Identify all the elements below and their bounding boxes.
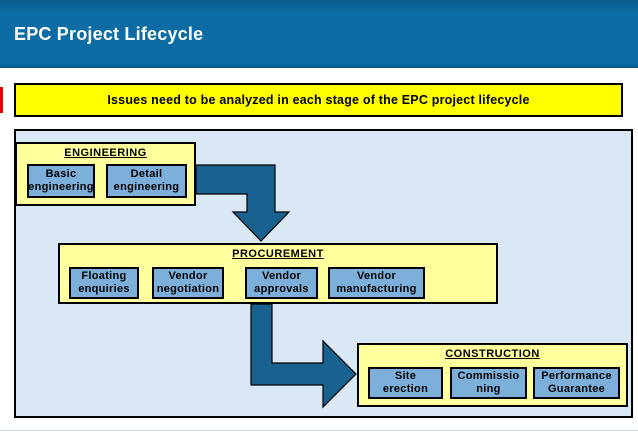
step-vendor-manufacturing: Vendor manufacturing: [328, 267, 425, 299]
step-label-line: Vendor: [168, 269, 208, 282]
page-title: EPC Project Lifecycle: [14, 23, 204, 44]
step-label-line: Site: [394, 369, 417, 382]
step-label-line: Performance: [541, 369, 612, 382]
step-commissioning: Commissio ning: [450, 367, 527, 399]
step-label-line: Commissio: [457, 369, 520, 382]
callout-banner-text: Issues need to be analyzed in each stage…: [107, 93, 530, 107]
stage-construction: CONSTRUCTION Site erection Commissio nin…: [357, 343, 628, 407]
step-site-erection: Site erection: [368, 367, 443, 399]
callout-banner: Issues need to be analyzed in each stage…: [14, 83, 623, 117]
stage-procurement-title: PROCUREMENT: [232, 248, 324, 260]
step-label-line: negotiation: [156, 283, 220, 295]
step-label-line: ning: [476, 383, 501, 395]
step-basic-engineering: Basic engineering: [27, 164, 95, 198]
step-label-line: engineering: [28, 181, 94, 193]
step-label-line: manufacturing: [336, 283, 417, 295]
footer-divider: [0, 430, 638, 431]
step-label-line: engineering: [113, 181, 180, 193]
step-detail-engineering: Detail engineering: [106, 164, 187, 198]
step-label-line: Floating: [81, 269, 127, 282]
left-edge-marker: [0, 87, 3, 113]
step-floating-enquiries: Floating enquiries: [69, 267, 139, 299]
step-label-line: approvals: [254, 283, 309, 295]
step-label-line: Guarantee: [547, 383, 606, 395]
step-label-line: Basic: [45, 167, 77, 180]
step-label-line: Vendor: [356, 269, 397, 282]
title-bar: EPC Project Lifecycle: [0, 0, 638, 68]
step-label-line: enquiries: [78, 283, 130, 295]
step-performance-guarantee: Performance Guarantee: [533, 367, 620, 399]
step-label-line: erection: [382, 383, 429, 395]
step-vendor-negotiation: Vendor negotiation: [152, 267, 224, 299]
step-label-line: Vendor: [261, 269, 302, 282]
step-vendor-approvals: Vendor approvals: [245, 267, 318, 299]
stage-construction-title: CONSTRUCTION: [445, 348, 540, 360]
stage-engineering-title: ENGINEERING: [64, 147, 147, 159]
step-label-line: Detail: [130, 167, 163, 180]
stage-engineering: ENGINEERING Basic engineering Detail eng…: [15, 142, 196, 206]
stage-procurement: PROCUREMENT Floating enquiries Vendor ne…: [58, 243, 498, 304]
